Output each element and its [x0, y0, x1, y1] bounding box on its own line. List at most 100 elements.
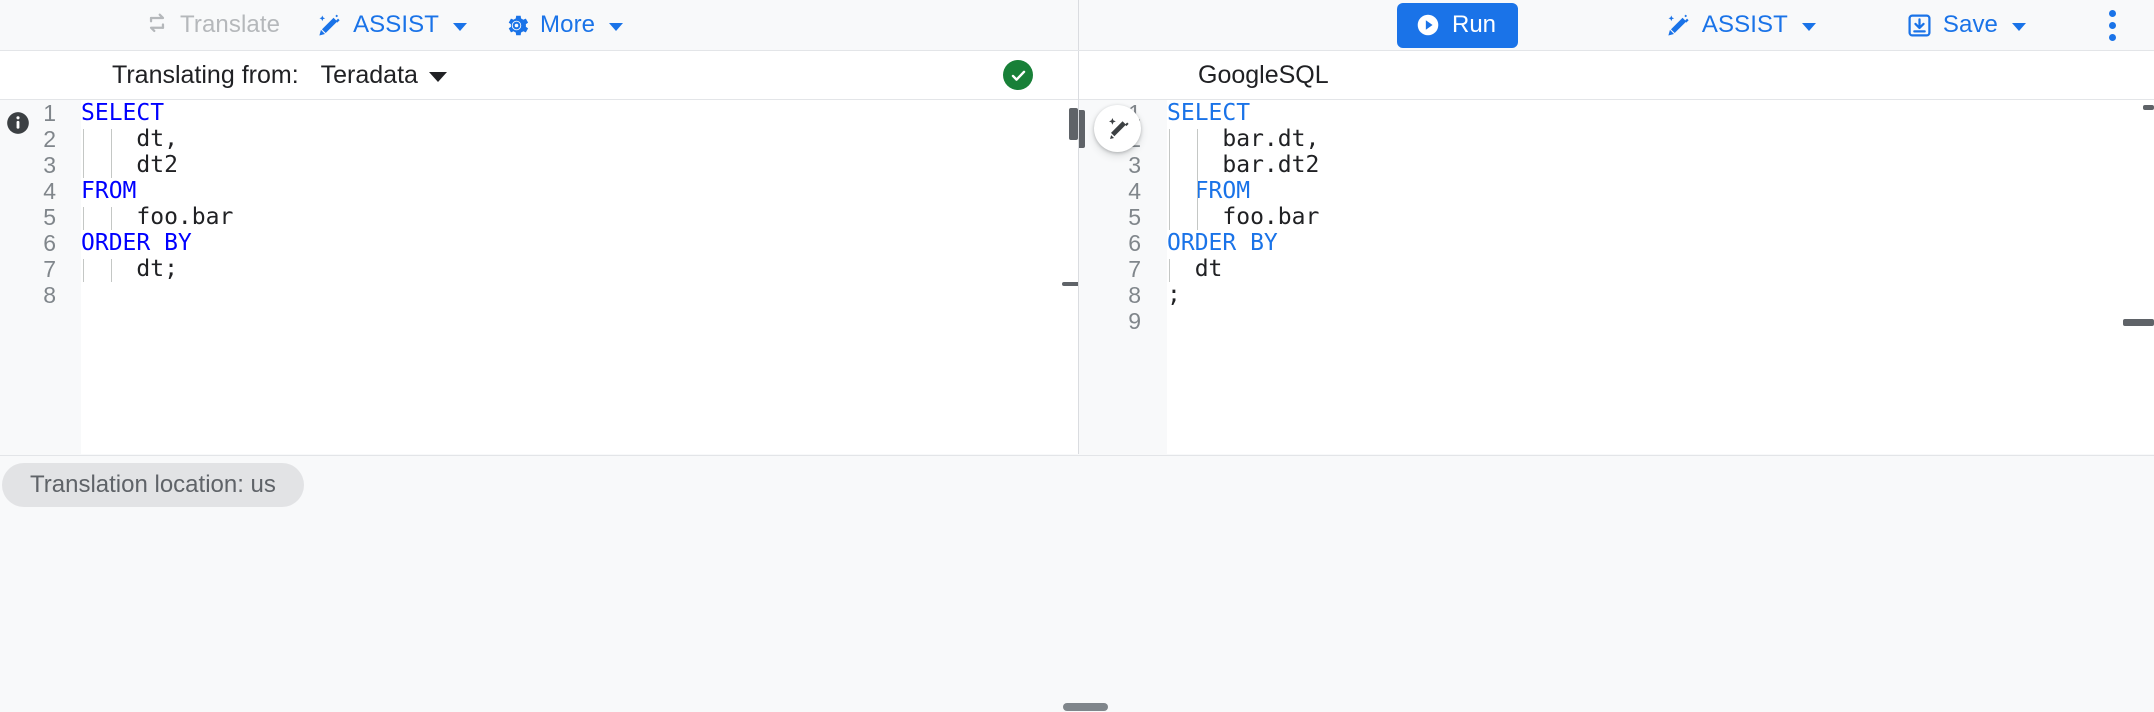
chevron-down-icon	[1801, 22, 1816, 31]
code-text: FROM	[62, 178, 136, 204]
indent-guide	[110, 129, 112, 178]
code-line: 8	[0, 282, 1078, 308]
line-number: 5	[43, 203, 56, 230]
source-pane-header: Translating from: Teradata	[0, 51, 1078, 100]
code-line: 6 ORDER BY	[1079, 229, 2154, 257]
line-number: 4	[1128, 177, 1141, 204]
code-text: foo.bar	[1147, 204, 1319, 230]
gear-icon	[503, 12, 530, 39]
code-text: FROM	[1147, 178, 1250, 204]
sql-text: foo.bar	[1167, 204, 1320, 230]
translation-location-chip: Translation location: us	[2, 463, 304, 507]
assist-right-button-label: ASSIST	[1701, 11, 1788, 38]
chevron-down-icon	[428, 72, 447, 82]
code-line: 5 foo.bar	[0, 203, 1078, 231]
code-text: foo.bar	[62, 204, 233, 230]
indent-guide	[110, 207, 112, 230]
indent-guide	[110, 259, 112, 282]
line-number: 9	[1128, 307, 1141, 334]
sql-text: bar.dt2	[1167, 152, 1320, 178]
translating-from-label: Translating from:	[112, 60, 299, 89]
toolbar-left-group: Translate ASSIST	[0, 0, 1078, 50]
sql-keyword: ORDER BY	[81, 230, 192, 256]
target-scroll-marker-bottom[interactable]	[2123, 319, 2154, 326]
pane-divider	[1078, 51, 1079, 454]
code-text: dt	[1147, 256, 1223, 282]
code-text: ORDER BY	[62, 230, 192, 256]
info-icon[interactable]	[5, 110, 31, 136]
source-dialect-selector[interactable]: Teradata	[321, 61, 447, 90]
play-circle-icon	[1415, 12, 1441, 38]
indent-guide	[1169, 129, 1170, 230]
sql-text: dt;	[81, 256, 178, 282]
sql-keyword: FROM	[81, 178, 137, 204]
code-line: 5 foo.bar	[1079, 204, 2154, 231]
top-toolbar: Translate ASSIST	[0, 0, 2154, 51]
code-line: 8;	[1079, 281, 2154, 309]
swap-horizontal-icon	[144, 12, 170, 38]
code-line: 7 dt;	[0, 255, 1078, 283]
save-button[interactable]: Save	[1902, 5, 2030, 45]
code-text: dt2	[62, 152, 178, 178]
kebab-menu-icon[interactable]	[2094, 5, 2130, 45]
code-line: 2 bar.dt,	[1079, 126, 2154, 153]
indent-guide	[83, 259, 84, 282]
assist-fab-button[interactable]	[1094, 105, 1141, 152]
translate-button[interactable]: Translate	[140, 5, 284, 45]
bottom-status-zone: Translation location: us	[0, 455, 2154, 712]
more-button-label: More	[540, 11, 596, 38]
sql-keyword: FROM	[1167, 178, 1251, 204]
code-text: ORDER BY	[1147, 230, 1278, 256]
source-scroll-marker-top[interactable]	[1069, 108, 1078, 140]
line-number: 6	[43, 229, 56, 256]
magic-pen-icon	[316, 12, 343, 39]
kebab-dot	[2108, 9, 2116, 17]
run-button-label: Run	[1452, 11, 1497, 38]
sql-keyword: SELECT	[1167, 100, 1251, 126]
line-number: 6	[1128, 229, 1141, 256]
line-number: 1	[43, 100, 56, 126]
line-number: 3	[1128, 151, 1141, 178]
code-text: ;	[1147, 282, 1181, 308]
indent-guide	[83, 207, 84, 230]
code-text: bar.dt,	[1147, 126, 1319, 152]
line-number: 4	[43, 177, 56, 204]
sql-keyword: SELECT	[81, 100, 165, 126]
vertical-drag-handle[interactable]	[1079, 110, 1085, 148]
line-number: 7	[43, 255, 56, 282]
code-line: 4 FROM	[1079, 177, 2154, 205]
more-button[interactable]: More	[499, 5, 627, 45]
target-gutter	[1079, 100, 1167, 454]
target-scroll-marker-top[interactable]	[2143, 105, 2154, 110]
sql-text: ;	[1167, 282, 1181, 308]
code-line: 9	[1079, 308, 2154, 334]
toolbar-right-group: Run ASSIST	[1079, 0, 2154, 50]
chevron-down-icon	[453, 22, 468, 31]
chevron-down-icon	[2012, 22, 2026, 31]
sql-text: dt2	[81, 152, 178, 178]
source-scroll-marker-bottom[interactable]	[1062, 282, 1078, 286]
code-text: dt,	[62, 126, 178, 152]
code-line: 4 FROM	[0, 177, 1078, 205]
run-button[interactable]: Run	[1397, 2, 1519, 48]
assist-left-button[interactable]: ASSIST	[312, 5, 471, 45]
line-number: 8	[1128, 281, 1141, 308]
code-line: 3 dt2	[0, 152, 1078, 179]
line-number: 8	[43, 281, 56, 308]
sql-text: dt,	[81, 126, 178, 152]
source-dialect-value: Teradata	[320, 60, 418, 89]
code-text: SELECT	[62, 100, 164, 126]
assist-right-button[interactable]: ASSIST	[1661, 5, 1820, 45]
check-circle-icon	[1003, 60, 1033, 90]
sql-text: foo.bar	[81, 204, 234, 230]
indent-guide	[1169, 259, 1170, 282]
horizontal-drag-handle[interactable]	[1063, 703, 1108, 711]
sql-keyword: ORDER BY	[1167, 230, 1278, 256]
